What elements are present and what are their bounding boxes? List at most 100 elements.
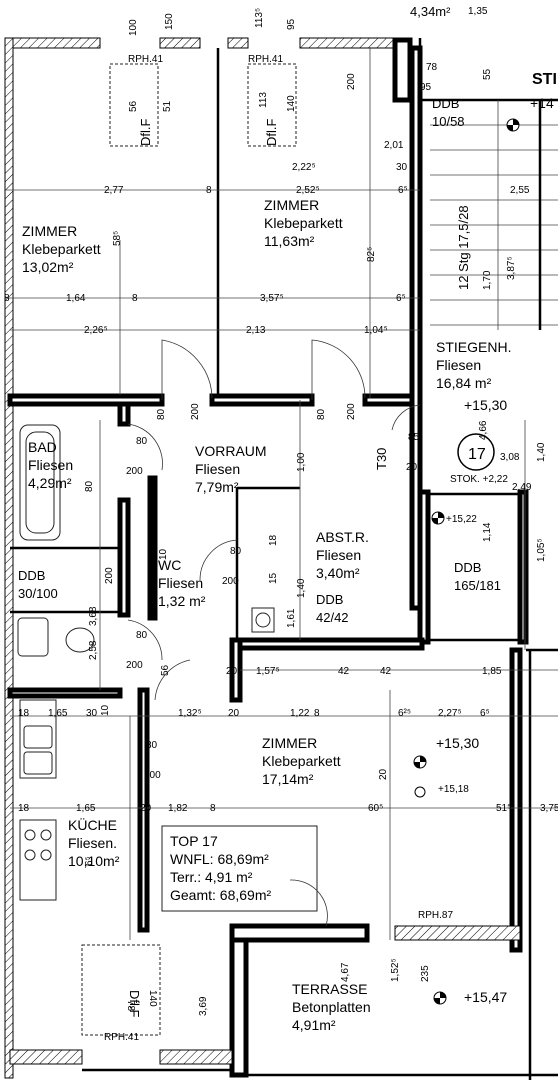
- door-swing-icon: [161, 339, 213, 400]
- dimension-label: 15: [268, 572, 279, 584]
- dimension-label: 10: [158, 548, 169, 560]
- room-floor: Fliesen.: [68, 835, 117, 851]
- dimension-label: 8: [206, 185, 212, 196]
- dimension-label: 2,22⁵: [292, 162, 316, 173]
- room-floor: Klebeparkett: [262, 753, 341, 769]
- dimension-label: 235: [420, 965, 431, 982]
- summary-wnfl: WNFL: 68,69m²: [170, 851, 269, 867]
- ddb1-size: 10/58: [432, 114, 465, 129]
- dflf-label: Dfl.F: [264, 119, 279, 147]
- dimension-label: 1,57⁵: [256, 666, 280, 677]
- ddb3-label: DDB: [316, 592, 343, 607]
- room-area: 7,79m²: [195, 479, 239, 495]
- dimension-label: 10: [100, 704, 111, 716]
- dimension-label: 6⁵: [84, 856, 95, 866]
- level-1547-terrasse: +15,47: [464, 989, 507, 1005]
- dimension-label: 8: [210, 803, 216, 814]
- room-name: WC: [158, 557, 181, 573]
- dimension-label: 113⁵: [254, 8, 265, 28]
- dimension-label: 6⁵: [398, 185, 408, 196]
- dimension-label: 55: [482, 68, 493, 80]
- dimension-label: 80: [156, 408, 167, 420]
- sti-label: STI: [532, 71, 557, 88]
- room-name: STIEGENH.: [436, 339, 511, 355]
- dimension-label: 200: [406, 462, 423, 473]
- dimension-label: 18: [18, 803, 30, 814]
- walls: [4, 37, 558, 1080]
- dimension-label: 1,22: [290, 708, 310, 719]
- dimension-label: 3,69: [198, 996, 209, 1016]
- dimension-label: 2,13: [246, 325, 266, 336]
- dimension-label: 1,40: [536, 442, 547, 462]
- dimension-label: 80: [316, 408, 327, 420]
- level-1530-stiege: +15,30: [464, 397, 507, 413]
- room-abstellraum: ABST.R. Fliesen 3,40m²: [316, 529, 369, 581]
- dimension-label: 20: [226, 666, 238, 677]
- dimension-label: 56: [128, 100, 139, 112]
- top-dim-label: 1,35: [468, 6, 488, 17]
- bathtub-icon: [19, 424, 61, 541]
- room-floor: Betonplatten: [292, 999, 371, 1015]
- room-area: 17,14m²: [262, 771, 314, 787]
- room-name: ABST.R.: [316, 529, 369, 545]
- ddb4-label: DDB: [454, 560, 481, 575]
- dimension-label: 51⁵: [496, 803, 511, 814]
- dimension-label: 200: [222, 576, 239, 587]
- ddb2-size: 30/100: [18, 586, 58, 601]
- room-kueche: KÜCHE Fliesen. 10,10m²: [68, 816, 120, 869]
- dimension-label: 1,40: [296, 578, 307, 598]
- sink-icon: [17, 617, 49, 657]
- dimension-label: 78: [426, 62, 438, 73]
- room-zimmer1: ZIMMER Klebeparkett 13,02m²: [22, 223, 101, 275]
- dimension-label: 2,27⁵: [438, 708, 462, 719]
- dimension-label: 3,75: [540, 803, 558, 814]
- door-swings: [127, 339, 421, 927]
- room-name: KÜCHE: [68, 816, 117, 833]
- rph-label: RPH.41: [104, 1032, 139, 1043]
- dimension-label: 8: [314, 708, 320, 719]
- apartment-summary: TOP 17 WNFL: 68,69m² Terr.: 4,91 m² Geam…: [170, 833, 271, 903]
- dimension-label: 1,52⁵: [390, 958, 401, 982]
- dimension-label: 200: [346, 73, 357, 90]
- room-terrasse: TERRASSE Betonplatten 4,91m²: [292, 981, 371, 1033]
- room-name: VORRAUM: [195, 443, 267, 459]
- room-zimmer2: ZIMMER Klebeparkett 11,63m²: [264, 197, 343, 249]
- room-area: 1,32 m²: [158, 593, 206, 609]
- fixtures: [17, 63, 318, 1036]
- room-area: 3,40m²: [316, 565, 360, 581]
- room-name: ZIMMER: [22, 223, 77, 239]
- dimension-label: 8: [132, 293, 138, 304]
- room-stiegenhaus: STIEGENH. Fliesen 16,84 m²: [436, 339, 511, 391]
- dimension-label: 200: [104, 567, 115, 584]
- dimension-label: 51: [162, 100, 173, 112]
- dimension-label: 3,87⁵: [506, 256, 517, 280]
- top-number-circle: [457, 433, 495, 471]
- stairs-label: 12 Stg 17,5/28: [456, 205, 471, 290]
- dimension-label: 1,00: [296, 452, 307, 472]
- dimension-label: 1,65: [76, 803, 96, 814]
- summary-box: [161, 825, 318, 912]
- stove-icon: [19, 819, 57, 901]
- dimension-label: 3,57⁵: [260, 293, 284, 304]
- dimension-lines: [5, 48, 558, 940]
- dimension-label: 2,55: [510, 185, 530, 196]
- room-floor: Klebeparkett: [22, 241, 101, 257]
- rph-label: RPH.41: [248, 54, 283, 65]
- dimension-label: 200: [190, 403, 201, 420]
- dimension-label: 4,66: [478, 420, 489, 440]
- dimension-label: 4,67: [340, 962, 351, 982]
- dimension-label: 140: [147, 990, 158, 1007]
- dimension-label: 1,70: [482, 270, 493, 290]
- dflf-label: Dfl.F: [127, 990, 142, 1018]
- room-floor: Fliesen: [316, 547, 361, 563]
- room-zimmer3: ZIMMER Klebeparkett 17,14m²: [262, 735, 341, 787]
- dimension-label: 2,26⁵: [84, 325, 108, 336]
- dimension-label: 60⁵: [368, 803, 383, 814]
- dimension-label: 1,32⁵: [178, 708, 202, 719]
- dimension-label: 85: [408, 432, 420, 443]
- dimension-label: 100: [128, 19, 139, 36]
- dimension-label: 3,08: [500, 452, 520, 463]
- dimension-label: 1,64: [66, 293, 86, 304]
- dimension-label: 6⁵: [396, 293, 406, 304]
